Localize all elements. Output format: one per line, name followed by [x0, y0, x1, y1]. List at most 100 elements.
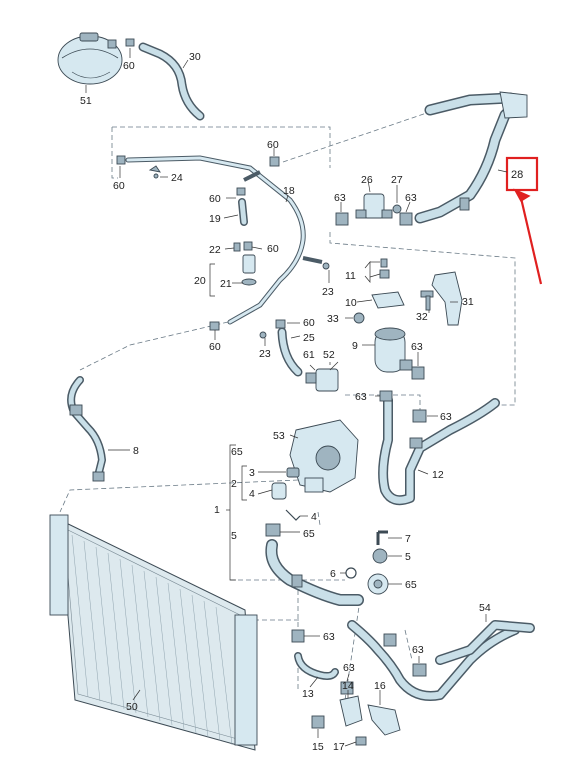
clamp-63b — [399, 212, 413, 226]
elbow-4 — [271, 482, 287, 500]
label-61: 61 — [303, 349, 315, 361]
clamp-63c — [411, 366, 425, 380]
hose-13 — [294, 652, 339, 680]
label-63-h: 63 — [343, 662, 355, 674]
label-5-b: 5 — [405, 551, 411, 563]
label-63-d: 63 — [355, 391, 367, 403]
label-23-a: 23 — [322, 286, 334, 298]
flange-65c — [367, 573, 389, 595]
label-63-f: 63 — [323, 631, 335, 643]
label-63-c: 63 — [411, 341, 423, 353]
nut-27 — [392, 204, 402, 214]
label-22: 22 — [209, 244, 221, 256]
bracket-10 — [371, 291, 405, 309]
clamp-63a — [335, 212, 349, 226]
oring-6 — [345, 567, 357, 579]
label-63-b: 63 — [405, 192, 417, 204]
connector-20 — [241, 254, 257, 286]
clip-7 — [376, 530, 388, 545]
label-60-d: 60 — [209, 193, 221, 205]
clamp-60e — [243, 241, 253, 251]
clamp-60f — [209, 321, 220, 331]
label-5-a: 5 — [231, 530, 237, 542]
label-4-a: 4 — [249, 488, 255, 500]
housing-14 — [339, 695, 363, 727]
label-24: 24 — [171, 172, 183, 184]
label-63-g: 63 — [412, 644, 424, 656]
label-10: 10 — [345, 297, 357, 309]
label-52: 52 — [323, 349, 335, 361]
bolt-32 — [420, 290, 434, 311]
label-33: 33 — [327, 313, 339, 325]
label-27: 27 — [391, 174, 403, 186]
label-3: 3 — [249, 467, 255, 479]
label-17: 17 — [333, 741, 345, 753]
radiator-50 — [49, 514, 258, 751]
bracket-16 — [367, 704, 401, 736]
hose-30 — [138, 42, 205, 121]
label-14: 14 — [342, 680, 354, 692]
label-12: 12 — [432, 469, 444, 481]
bolt-24 — [153, 173, 159, 179]
clamp-63-hose12 — [409, 437, 423, 449]
hose-54 — [347, 620, 535, 701]
label-60-c: 60 — [113, 180, 125, 192]
hose-8 — [67, 376, 106, 482]
valve-26 — [355, 193, 393, 219]
sensor-61 — [305, 368, 339, 392]
label-65-a: 65 — [231, 446, 243, 458]
expansion-tank — [57, 32, 123, 85]
label-1: 1 — [214, 504, 220, 516]
label-28: 28 — [511, 169, 523, 181]
callout-labels: 51 60 30 60 60 24 28 18 26 27 63 63 60 1… — [80, 51, 523, 753]
bolt-23a — [322, 262, 330, 270]
label-54: 54 — [479, 602, 491, 614]
clamp-60b — [116, 155, 126, 165]
label-13: 13 — [302, 688, 314, 700]
label-50: 50 — [126, 701, 138, 713]
label-60-a: 60 — [123, 60, 135, 72]
label-65-b: 65 — [303, 528, 315, 540]
mount-11 — [379, 258, 390, 279]
nut-33 — [353, 312, 365, 324]
label-23-b: 23 — [259, 348, 271, 360]
clamp-63g — [291, 629, 305, 643]
clamp-15 — [311, 715, 325, 729]
label-9: 9 — [352, 340, 358, 352]
hose-28 — [414, 91, 528, 224]
screw-22 — [233, 242, 241, 252]
leader-lines — [85, 48, 487, 747]
label-6: 6 — [330, 568, 336, 580]
hose-5 — [265, 539, 364, 606]
coolant-pipe-18 — [125, 155, 323, 325]
label-31: 31 — [462, 296, 474, 308]
label-11: 11 — [345, 270, 356, 282]
label-60-g: 60 — [209, 341, 221, 353]
clamp-63h — [340, 681, 354, 695]
label-51: 51 — [80, 95, 92, 107]
clamp-63e — [412, 409, 427, 423]
label-65-c: 65 — [405, 579, 417, 591]
thermostat-housing-53 — [289, 419, 359, 493]
clamp-60c — [269, 156, 280, 167]
label-60-f: 60 — [303, 317, 315, 329]
clamp-63d — [379, 390, 393, 402]
label-60-b: 60 — [267, 139, 279, 151]
label-20: 20 — [194, 275, 206, 287]
clamp-63f — [412, 663, 427, 677]
label-2: 2 — [231, 478, 237, 490]
small-clamp-60a — [125, 38, 135, 47]
label-25: 25 — [303, 332, 315, 344]
screw-17 — [355, 736, 367, 746]
label-63-e: 63 — [440, 411, 452, 423]
bolt-23b — [259, 331, 267, 339]
seal-3 — [286, 467, 300, 478]
label-32: 32 — [416, 311, 428, 323]
hose-12 — [378, 395, 500, 506]
sensor-52-tip — [329, 361, 339, 371]
label-60-e: 60 — [267, 243, 279, 255]
label-30: 30 — [189, 51, 201, 63]
clamp-60d — [236, 187, 246, 196]
